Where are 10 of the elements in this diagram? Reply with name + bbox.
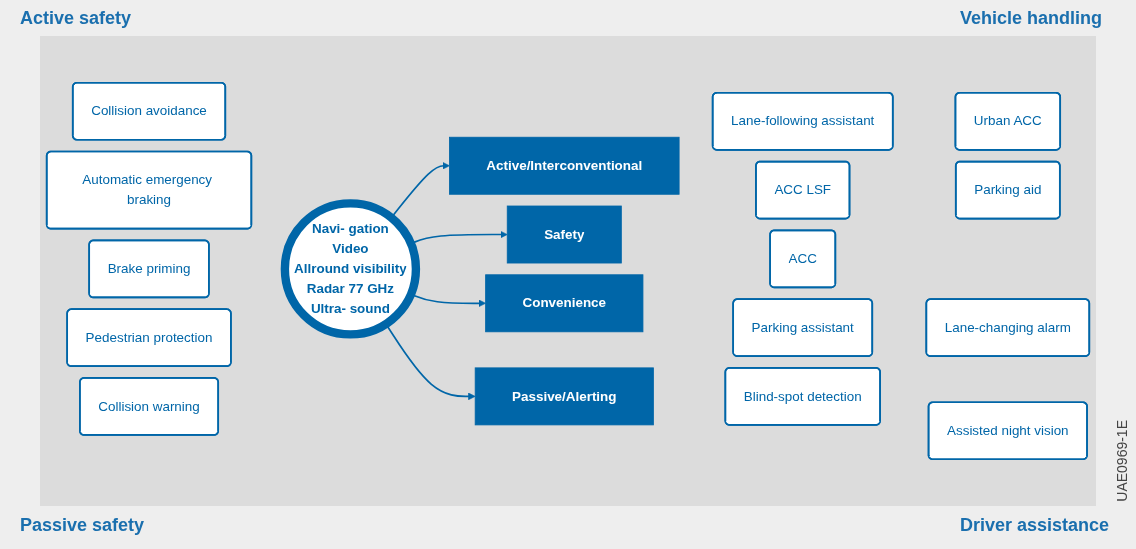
figure-code: UAE0969-1E [1114,420,1130,502]
node-box: Passive/Alerting [474,367,654,426]
corner-label: Passive safety [20,515,145,536]
node-box: Convenience [485,274,644,333]
corner-label: Driver assistance [960,515,1110,536]
node-box: Active/Interconventional [449,136,680,195]
node-circle: Navi- gation Video Allround visibility Radar 77 GHz Ultra- sound [280,199,421,339]
node-box: Safety [506,205,622,264]
corner-label: Vehicle handling [960,8,1103,29]
corner-label: Active safety [20,8,132,29]
